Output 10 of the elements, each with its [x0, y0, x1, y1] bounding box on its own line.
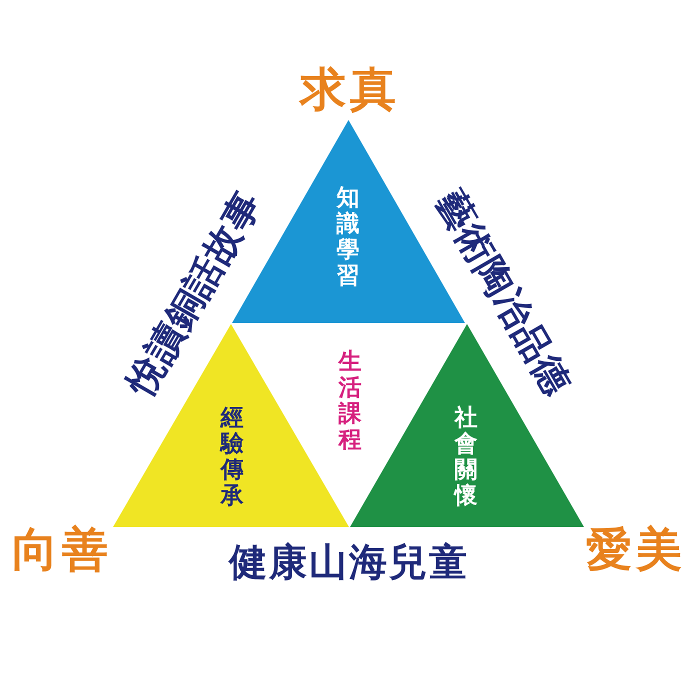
corner-label: 向善: [12, 527, 112, 573]
base-label: 健康山海兒童: [229, 544, 469, 582]
segment-label: 經驗傳承: [218, 404, 244, 508]
segment-label: 社會關懷: [452, 404, 478, 508]
corner-label: 愛美: [586, 527, 686, 573]
corner-label: 求真: [300, 67, 400, 113]
center-label: 生活課程: [337, 348, 362, 452]
side-label: 悅讀銅話故事: [120, 185, 268, 401]
segment-label: 知識學習: [335, 184, 360, 288]
side-label: 藝術陶冶品德: [430, 185, 578, 401]
